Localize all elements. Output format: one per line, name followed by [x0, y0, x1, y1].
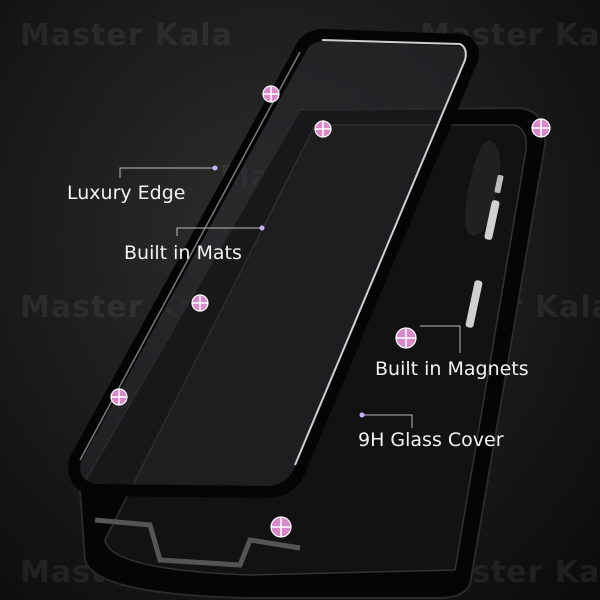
label-glass-cover: 9H Glass Cover [358, 429, 504, 451]
bottom-clips [94, 517, 301, 568]
side-button [494, 174, 504, 194]
marker-crosses [111, 86, 550, 537]
edge-highlight [294, 39, 467, 466]
side-button [465, 280, 483, 328]
leader-lines [119, 167, 461, 428]
watermark: Master Kala [20, 18, 233, 53]
label-built-in-magnets: Built in Magnets [375, 358, 529, 380]
glass-frame [68, 28, 479, 499]
label-luxury-edge: Luxury Edge [67, 182, 186, 204]
label-built-in-mats: Built in Mats [124, 242, 242, 264]
side-button [484, 200, 500, 240]
label-dots [212, 165, 365, 418]
